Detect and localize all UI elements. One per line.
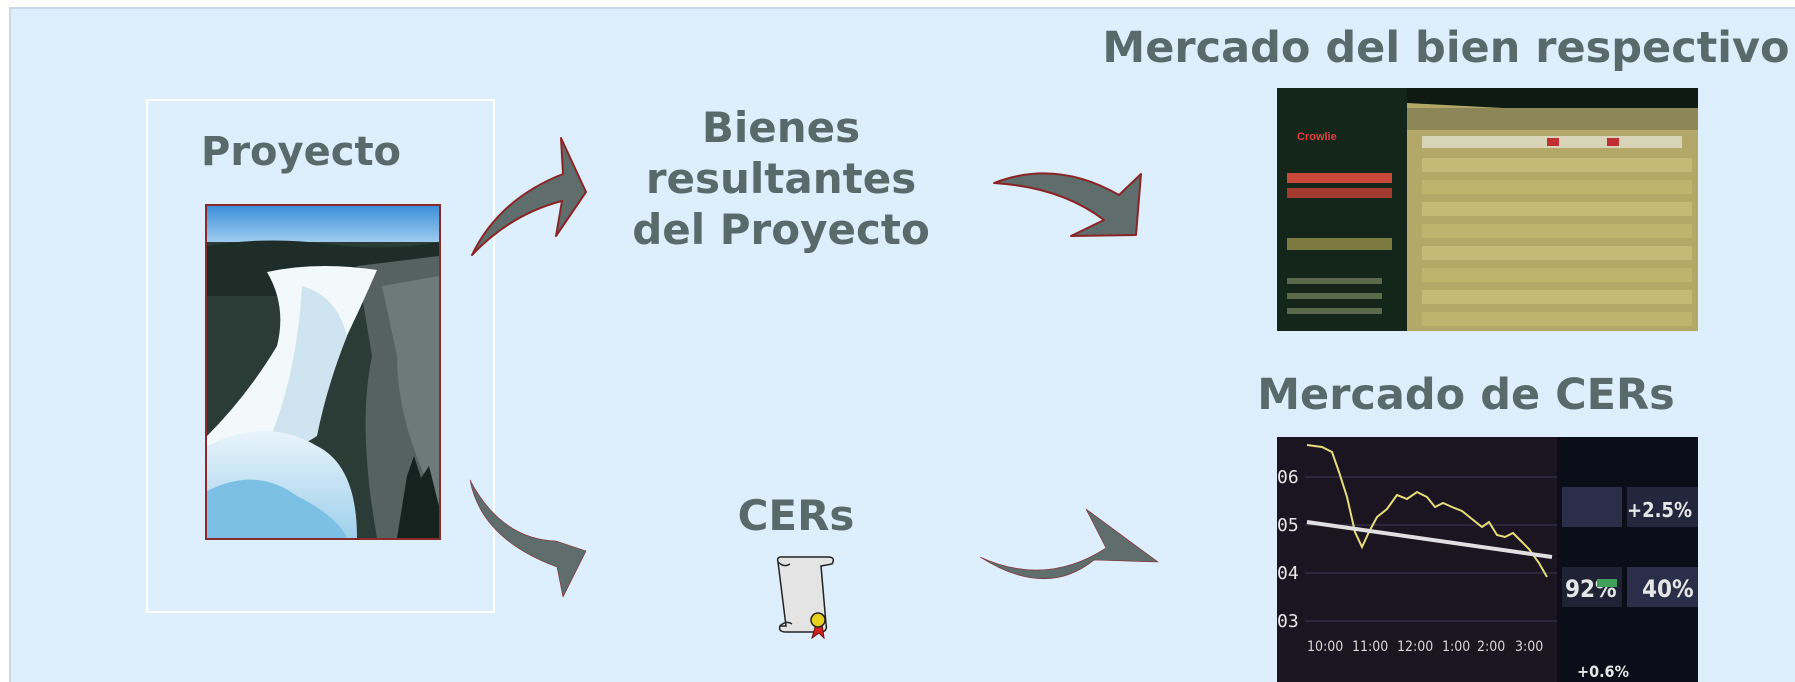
- chart-x-tick: 2:00: [1477, 639, 1505, 655]
- chart-x-tick: 12:00: [1397, 639, 1433, 655]
- trading-screen-image: Crowlie: [1277, 88, 1698, 331]
- chart-x-tick: 1:00: [1442, 639, 1470, 655]
- proyecto-frame: [146, 99, 495, 613]
- chart-x-tick: 3:00: [1515, 639, 1543, 655]
- proyecto-label: Proyecto: [201, 129, 402, 175]
- cers-label: CERs: [737, 491, 855, 540]
- diagram-slide: Proyecto Bienes resultantes del Proyecto…: [9, 7, 1795, 682]
- bienes-line-3: del Proyecto: [632, 205, 930, 254]
- curved-arrow-icon: [993, 172, 1142, 237]
- curved-arrow-icon: [979, 508, 1159, 580]
- certificate-scroll-icon: [776, 556, 835, 639]
- bienes-line-1: Bienes: [701, 103, 861, 152]
- bienes-line-2: resultantes: [645, 154, 917, 203]
- chart-x-tick: 11:00: [1352, 639, 1388, 655]
- curved-arrow-icon: [469, 479, 587, 598]
- curved-arrow-icon: [471, 137, 587, 256]
- waterfall-photo: [205, 204, 441, 540]
- chart-y-tick: 05: [1277, 515, 1299, 536]
- chart-y-tick: 06: [1277, 467, 1299, 488]
- quote-value: +2.5%: [1627, 498, 1692, 522]
- quote-value: +0.6%: [1577, 662, 1629, 681]
- mercado-bien-label: Mercado del bien respectivo: [1102, 23, 1790, 73]
- chart-x-tick: 10:00: [1307, 639, 1343, 655]
- bienes-resultantes-label: Bienes resultantes del Proyecto: [571, 102, 991, 255]
- chart-y-tick: 04: [1277, 563, 1299, 584]
- mercado-cers-label: Mercado de CERs: [1257, 370, 1675, 420]
- stock-chart-screen-image: 06 05 04 03 10:00 11:00 12:00 1:00 2:00 …: [1277, 437, 1698, 682]
- arrows-layer: [469, 137, 1159, 598]
- quote-value: 40%: [1642, 575, 1694, 603]
- trading-brand-text: Crowlie: [1297, 131, 1337, 143]
- chart-y-tick: 03: [1277, 611, 1299, 632]
